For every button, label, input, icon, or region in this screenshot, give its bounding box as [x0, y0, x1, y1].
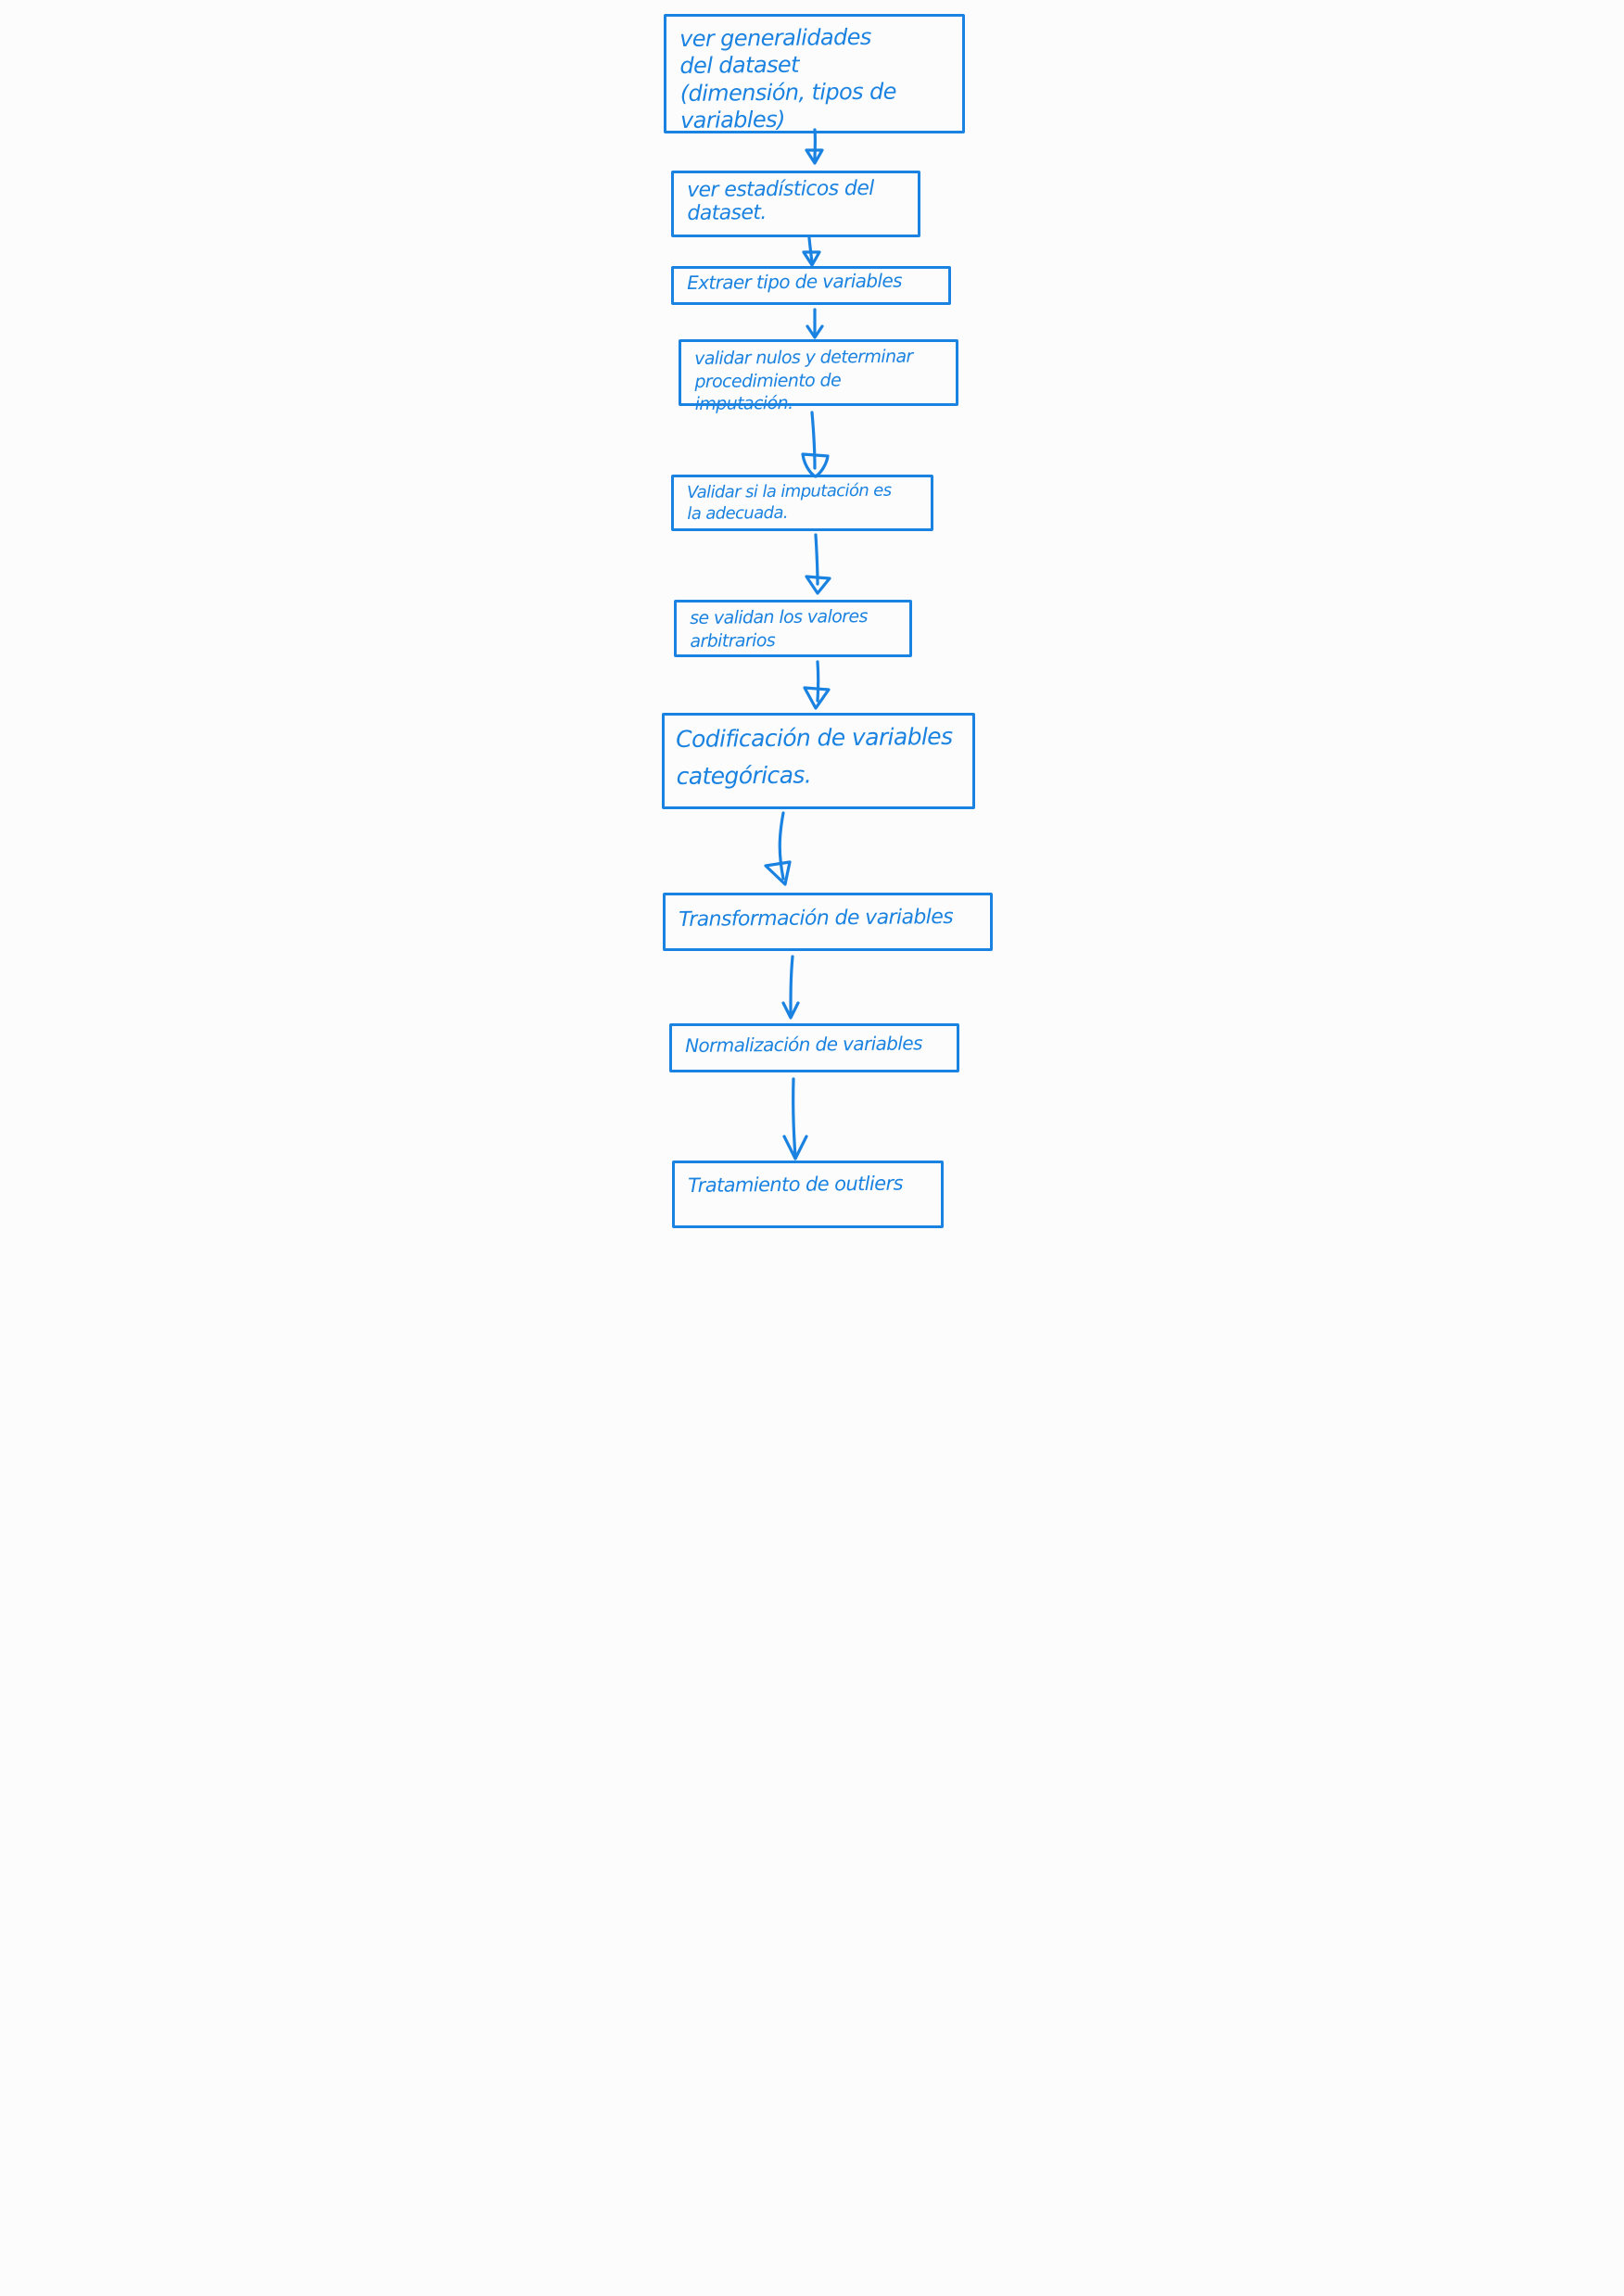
step-label-statistics: ver estadísticos del dataset. [687, 176, 874, 226]
connector-s8-s9 [781, 955, 800, 1020]
connector-s1-s2 [805, 128, 824, 165]
connector-s3-s4 [806, 308, 824, 339]
connector-s7-s8 [764, 811, 792, 886]
step-box-transformation: Transformación de variables [663, 893, 993, 951]
connector-s4-s5 [801, 411, 830, 478]
step-label-categorical-encoding: Codificación de variables categóricas. [676, 722, 953, 790]
step-label-transformation: Transformación de variables [679, 905, 954, 932]
step-box-normalization: Normalización de variables [669, 1023, 959, 1072]
step-box-categorical-encoding: Codificación de variables categóricas. [662, 713, 975, 809]
step-box-overview: ver generalidades del dataset (dimensión… [664, 14, 965, 133]
step-label-extract-types: Extraer tipo de variables [686, 269, 903, 294]
step-box-extract-types: Extraer tipo de variables [671, 266, 951, 305]
connector-s6-s7 [803, 660, 831, 710]
connector-s9-s10 [782, 1077, 808, 1161]
step-box-outliers: Tratamiento de outliers [672, 1161, 944, 1228]
step-label-nulls-imputation: validar nulos y determinar procedimiento… [694, 346, 913, 415]
connector-s2-s3 [802, 236, 821, 267]
step-label-normalization: Normalización de variables [684, 1032, 922, 1057]
step-box-statistics: ver estadísticos del dataset. [671, 171, 920, 237]
step-label-overview: ver generalidades del dataset (dimensión… [679, 23, 896, 133]
step-box-validate-imputation: Validar si la imputación es la adecuada. [671, 475, 933, 531]
step-label-outliers: Tratamiento de outliers [688, 1172, 904, 1197]
step-label-arbitrary-values: se validan los valores arbitrarios [690, 605, 868, 652]
step-box-arbitrary-values: se validan los valores arbitrarios [674, 600, 912, 657]
connector-s5-s6 [805, 533, 831, 595]
step-label-validate-imputation: Validar si la imputación es la adecuada. [687, 480, 892, 525]
step-box-nulls-imputation: validar nulos y determinar procedimiento… [679, 339, 958, 414]
